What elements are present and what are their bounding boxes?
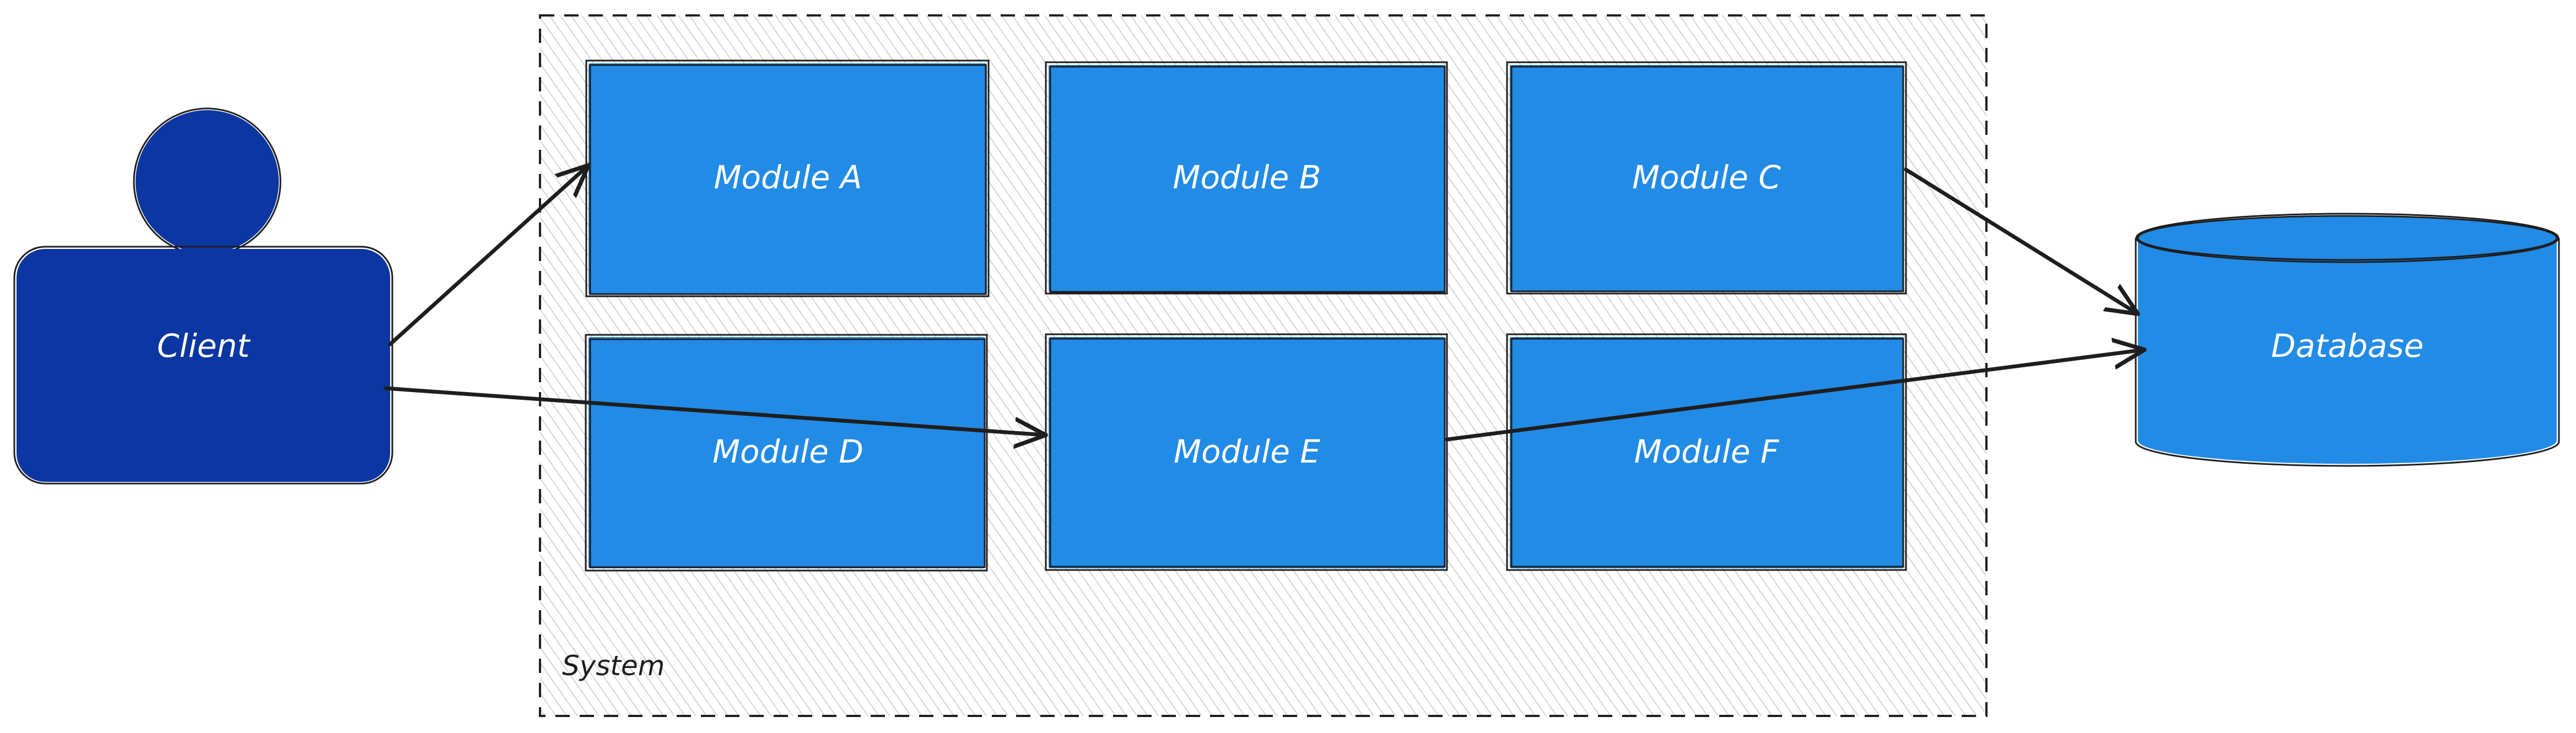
- module-c-label: Module C: [1632, 159, 1781, 196]
- module-b-node[interactable]: Module B: [1045, 61, 1448, 295]
- module-b-label: Module B: [1173, 159, 1321, 196]
- module-e-node[interactable]: Module E: [1045, 333, 1448, 571]
- module-a-label: Module A: [714, 159, 862, 196]
- client-node[interactable]: Client: [13, 107, 393, 485]
- system-label: System: [562, 650, 665, 682]
- module-f-node[interactable]: Module F: [1506, 333, 1907, 571]
- module-a-node[interactable]: Module A: [585, 59, 990, 297]
- module-c-node[interactable]: Module C: [1506, 61, 1907, 295]
- arrow-module-c-to-database: [1904, 167, 2138, 314]
- module-d-label: Module D: [712, 433, 863, 470]
- module-grid: Module A Module B Module C Module D Modu…: [585, 59, 1907, 572]
- connectors: [384, 165, 2145, 442]
- arrow-client-to-module-a: [388, 165, 588, 346]
- client-label: Client: [157, 327, 251, 365]
- database-label: Database: [2271, 327, 2424, 365]
- module-f-label: Module F: [1634, 433, 1780, 470]
- database-node[interactable]: Database: [2135, 213, 2560, 467]
- module-e-label: Module E: [1174, 433, 1320, 470]
- arrow-client-to-module-e: [384, 386, 1046, 435]
- module-d-node[interactable]: Module D: [585, 334, 988, 572]
- arrow-module-e-to-database: [1445, 350, 2145, 442]
